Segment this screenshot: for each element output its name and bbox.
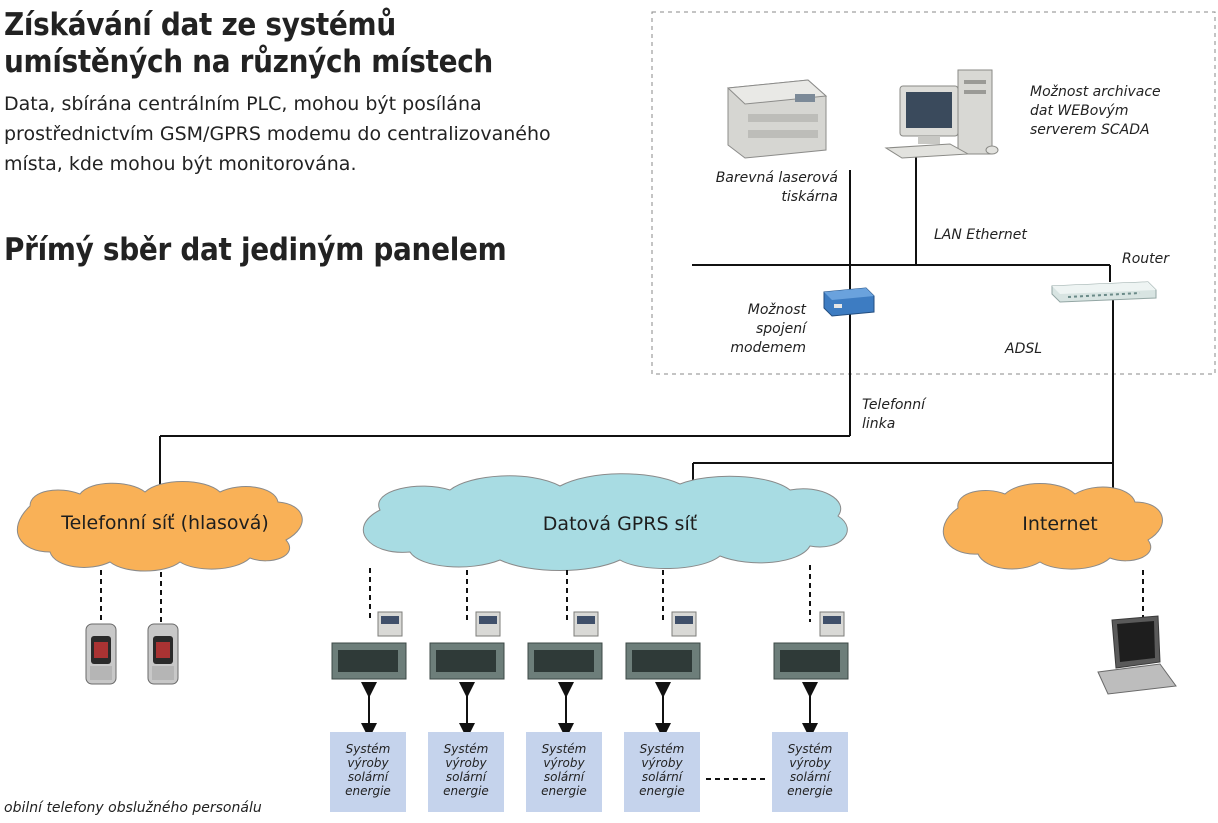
gprs-station-3 xyxy=(527,611,603,739)
gprs-station-4 xyxy=(625,611,701,739)
solar-system-box-4: Systém výroby solární energie xyxy=(624,732,700,812)
archive-label: Možnost archivace dat WEBovým serverem S… xyxy=(1030,83,1161,140)
drop-lines xyxy=(100,565,1144,780)
heading-line-2: umístěných na různých místech xyxy=(4,44,493,80)
modem-label-line-1: Možnost xyxy=(747,302,806,318)
lan-ethernet-label: LAN Ethernet xyxy=(934,227,1027,243)
solar-box-3-line-1: Systém xyxy=(541,742,587,756)
paragraph-line-1: Data, sbírána centrálním PLC, mohou být … xyxy=(4,93,482,115)
phone-line-label: Telefonní linka xyxy=(862,396,925,434)
modem-icon xyxy=(823,287,875,317)
laptop-icon xyxy=(1097,615,1177,695)
printer-label-line-1: Barevná laserová xyxy=(715,170,838,186)
printer-label: Barevná laserová tiskárna xyxy=(702,169,838,207)
adsl-label: ADSL xyxy=(1005,341,1043,357)
internet-cloud xyxy=(942,483,1163,570)
solar-box-2-line-4: energie xyxy=(443,784,489,798)
gprs-network-cloud xyxy=(362,473,848,571)
gprs-station-1 xyxy=(331,611,407,739)
gprs-network-label: Datová GPRS síť xyxy=(542,513,698,535)
solar-box-3-line-4: energie xyxy=(541,784,587,798)
solar-box-5-line-4: energie xyxy=(787,784,833,798)
voice-network-cloud xyxy=(17,481,303,572)
router-label: Router xyxy=(1122,251,1170,267)
phones-caption: obilní telefony obslužného personálu xyxy=(4,800,262,816)
desktop-computer-icon xyxy=(884,69,999,159)
modem-label-line-2: spojení xyxy=(755,321,806,337)
solar-box-3-line-3: solární xyxy=(543,770,585,784)
voice-network-label: Telefonní síť (hlasová) xyxy=(61,512,269,534)
solar-box-2-line-2: výroby xyxy=(445,756,487,770)
gprs-station-5 xyxy=(773,611,849,739)
solar-box-1-line-4: energie xyxy=(345,784,391,798)
archive-label-line-2: dat WEBovým xyxy=(1030,103,1129,119)
solar-system-box-2: Systém výroby solární energie xyxy=(428,732,504,812)
lan-lines xyxy=(159,152,1114,497)
archive-label-line-1: Možnost archivace xyxy=(1030,84,1161,100)
phone-line-label-line-2: linka xyxy=(862,416,896,432)
solar-system-box-3: Systém výroby solární energie xyxy=(526,732,602,812)
solar-box-1-line-1: Systém xyxy=(345,742,391,756)
solar-box-4-line-4: energie xyxy=(639,784,685,798)
solar-box-4-line-1: Systém xyxy=(639,742,685,756)
solar-box-5-line-3: solární xyxy=(789,770,831,784)
laser-printer-icon xyxy=(726,79,828,159)
phone-line-label-line-1: Telefonní xyxy=(862,397,926,413)
router-icon xyxy=(1051,281,1157,303)
internet-label: Internet xyxy=(1022,513,1098,535)
mobile-phone-icon-2 xyxy=(147,623,179,685)
solar-box-4-line-2: výroby xyxy=(641,756,683,770)
paragraph-line-2: prostřednictvím GSM/GPRS modemu do centr… xyxy=(4,123,551,145)
solar-system-box-1: Systém výroby solární energie xyxy=(330,732,406,812)
solar-box-5-line-1: Systém xyxy=(787,742,833,756)
modem-label: Možnost spojení modemem xyxy=(690,301,806,358)
solar-box-2-line-3: solární xyxy=(445,770,487,784)
solar-system-box-5: Systém výroby solární energie xyxy=(772,732,848,812)
heading-2: Přímý sběr dat jediným panelem xyxy=(4,232,507,268)
solar-box-3-line-2: výroby xyxy=(543,756,585,770)
printer-label-line-2: tiskárna xyxy=(781,189,838,205)
gprs-station-2 xyxy=(429,611,505,739)
control-room-boundary xyxy=(651,11,1216,375)
paragraph-line-3: místa, kde mohou být monitorována. xyxy=(4,153,357,175)
solar-box-5-line-2: výroby xyxy=(789,756,831,770)
solar-box-2-line-1: Systém xyxy=(443,742,489,756)
solar-box-1-line-3: solární xyxy=(347,770,389,784)
mobile-phone-icon-1 xyxy=(85,623,117,685)
archive-label-line-3: serverem SCADA xyxy=(1030,122,1150,138)
solar-box-1-line-2: výroby xyxy=(347,756,389,770)
modem-label-line-3: modemem xyxy=(730,340,806,356)
heading-line-1: Získávání dat ze systémů xyxy=(4,7,396,43)
solar-box-4-line-3: solární xyxy=(641,770,683,784)
